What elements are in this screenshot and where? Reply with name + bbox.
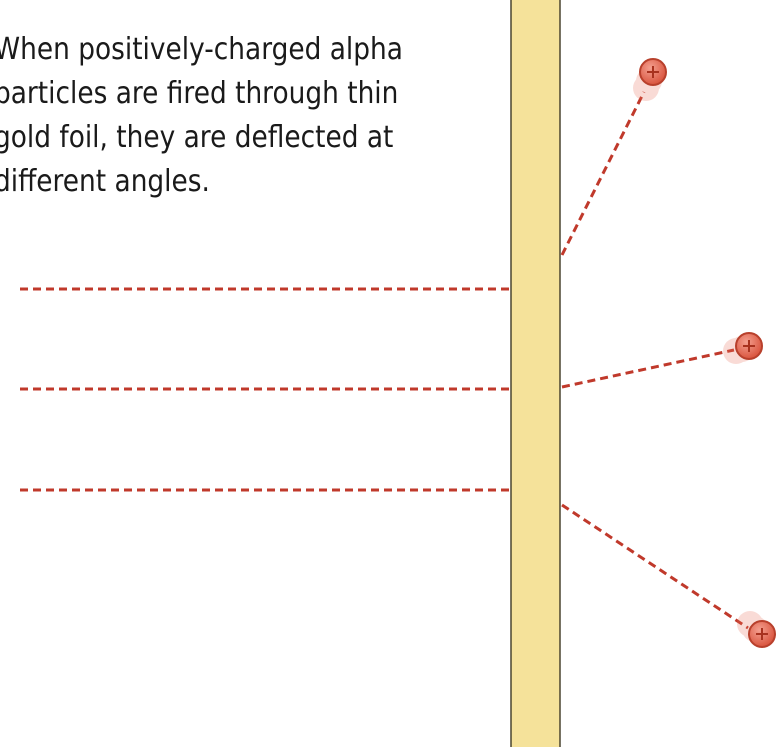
- deflected-path-middle: [561, 348, 735, 389]
- gold-foil: [510, 0, 561, 747]
- alpha-particle-up: [639, 58, 667, 86]
- caption-line-3: gold foil, they are deflected at: [0, 120, 394, 155]
- caption-line-1: When positively-charged alpha: [0, 32, 403, 67]
- alpha-particle-down: [748, 620, 776, 648]
- alpha-particle-middle: [735, 332, 763, 360]
- caption-text: When positively-charged alpha particles …: [0, 28, 416, 204]
- deflected-path-down: [561, 503, 749, 630]
- caption-line-4: different angles.: [0, 164, 210, 199]
- caption-line-2: particles are fired through thin: [0, 76, 399, 111]
- deflected-path-up: [560, 91, 646, 256]
